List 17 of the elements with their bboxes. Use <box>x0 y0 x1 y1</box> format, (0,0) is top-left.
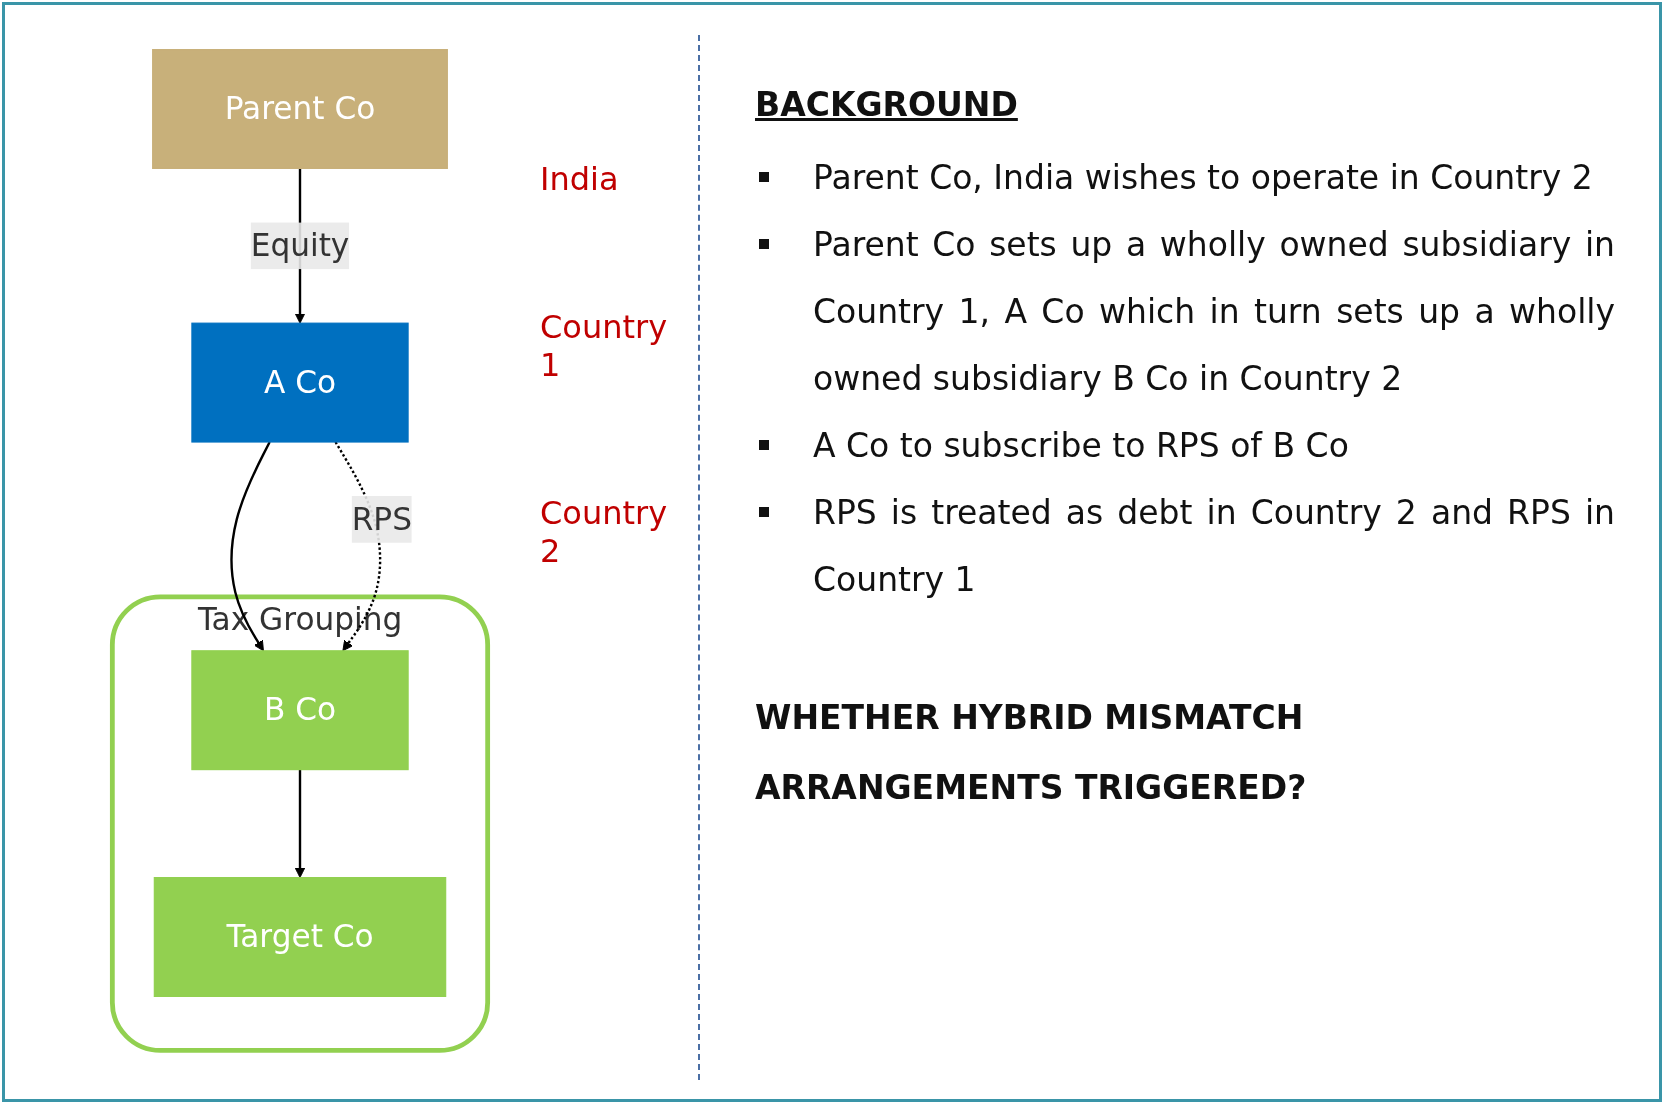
node-box: Parent Co <box>152 49 448 169</box>
bullet-text: A Co to subscribe to RPS of B Co <box>755 412 1615 479</box>
node-box: Target Co <box>153 877 447 997</box>
bullet-text: Parent Co, India wishes to operate in Country 2 <box>755 144 1615 211</box>
edge-label: RPS <box>351 500 412 537</box>
section-heading: BACKGROUND <box>755 85 1019 124</box>
region-label: India <box>540 160 620 198</box>
node-box: A Co <box>191 322 409 443</box>
question-heading: WHETHER HYBRID MISMATCH ARRANGEMENTS TRIGGERED? <box>755 697 1308 809</box>
bullet-text: RPS is treated as debt in Country 2 and RPS in Country 1 <box>755 479 1615 613</box>
arrow <box>294 769 306 879</box>
region-label: Country 1 <box>540 308 669 384</box>
region-label: Country 2 <box>540 494 669 570</box>
bullet-text: Parent Co sets up a wholly owned subsidiary in Country 1, A Co which in turn sets up a wholly owned subsidiary B Co in Country 2 <box>755 211 1615 412</box>
arrow <box>230 441 271 652</box>
node-box: B Co <box>191 650 409 771</box>
edge-label: Equity <box>250 227 350 264</box>
